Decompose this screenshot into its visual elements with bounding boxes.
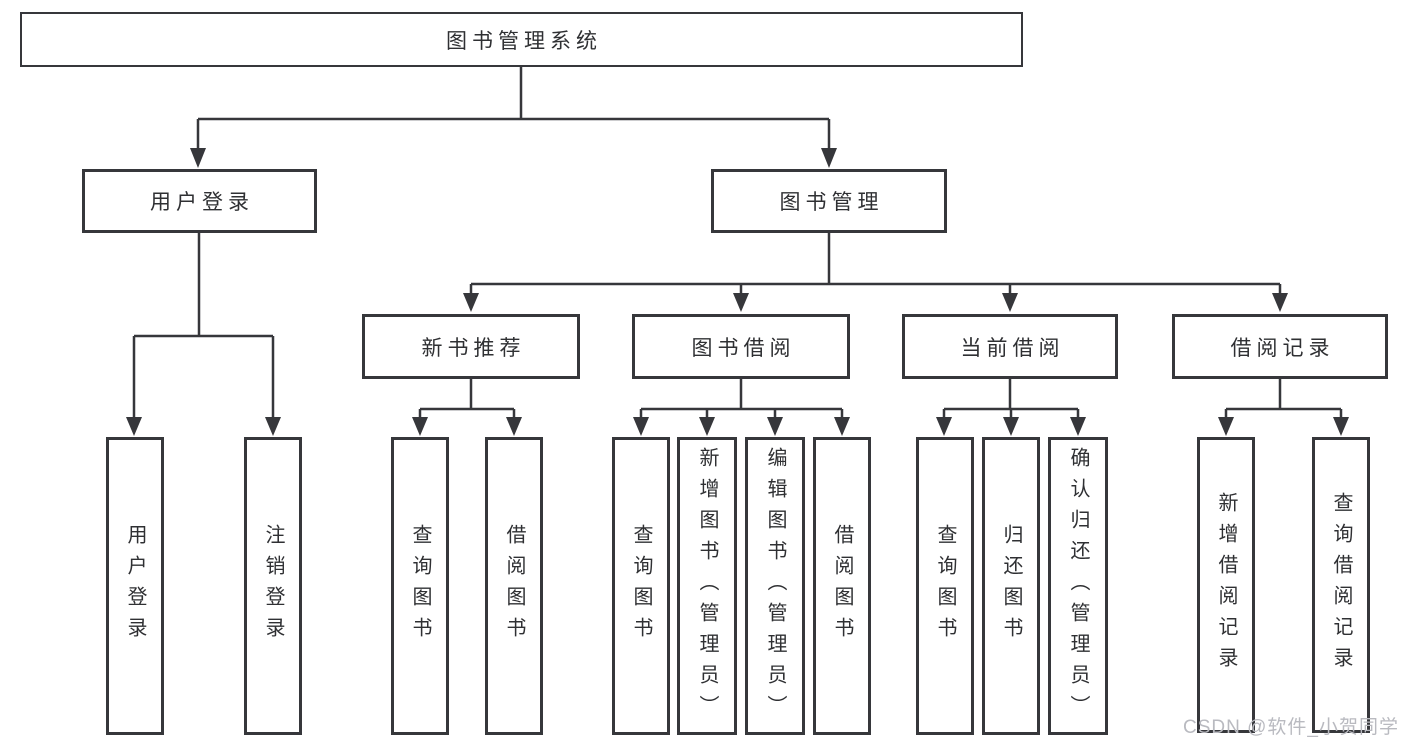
leaf-logout: 注销登录 [244, 437, 302, 735]
leaf-add-book-admin: 新增图书（管理员） [677, 437, 737, 735]
watermark: CSDN @软件_小贺同学 [1183, 717, 1399, 738]
leaf-user-login-label: 用户登录 [124, 524, 146, 648]
leaf-borrow-books-1-label: 借阅图书 [503, 524, 525, 648]
edge-leaf-stubs [418, 409, 1343, 420]
leaf-query-books-1-label: 查询图书 [409, 524, 431, 648]
leaf-borrow-books-2-label: 借阅图书 [831, 524, 853, 648]
node-book-borrow-label: 图书借阅 [691, 336, 796, 360]
node-new-book-recommend: 新书推荐 [362, 314, 580, 379]
leaf-borrow-books-2: 借阅图书 [813, 437, 871, 735]
leaf-user-login: 用户登录 [106, 437, 164, 735]
node-new-book-recommend-label: 新书推荐 [421, 336, 526, 360]
edge-root-level2 [196, 67, 831, 150]
edge-level3-rails [420, 379, 1341, 411]
leaf-query-books-3-label: 查询图书 [934, 524, 956, 648]
node-user-login-label: 用户登录 [150, 191, 254, 214]
node-current-borrow-label: 当前借阅 [960, 336, 1065, 360]
node-borrow-records-label: 借阅记录 [1230, 336, 1335, 360]
edge-user-login-branch [132, 233, 275, 419]
node-book-management: 图书管理 [711, 169, 947, 233]
leaf-add-borrow-record-label: 新增借阅记录 [1215, 492, 1237, 678]
leaf-edit-book-admin-label: 编辑图书（管理员） [764, 446, 786, 726]
edge-book-mgmt-level3 [469, 233, 1282, 296]
arrowheads [126, 148, 1349, 436]
leaf-add-book-admin-label: 新增图书（管理员） [696, 446, 718, 726]
node-root: 图书管理系统 [20, 12, 1023, 67]
leaf-query-books-3: 查询图书 [916, 437, 974, 735]
leaf-query-borrow-record-label: 查询借阅记录 [1330, 492, 1352, 678]
node-root-label: 图书管理系统 [446, 29, 602, 53]
node-borrow-records: 借阅记录 [1172, 314, 1388, 379]
leaf-edit-book-admin: 编辑图书（管理员） [745, 437, 805, 735]
node-user-login: 用户登录 [82, 169, 317, 233]
leaf-add-borrow-record: 新增借阅记录 [1197, 437, 1255, 733]
leaf-query-books-2: 查询图书 [612, 437, 670, 735]
leaf-query-books-2-label: 查询图书 [630, 524, 652, 648]
leaf-borrow-books-1: 借阅图书 [485, 437, 543, 735]
node-book-management-label: 图书管理 [779, 191, 884, 214]
leaf-return-book-label: 归还图书 [1000, 524, 1022, 648]
node-current-borrow: 当前借阅 [902, 314, 1118, 379]
node-book-borrow: 图书借阅 [632, 314, 850, 379]
leaf-query-borrow-record: 查询借阅记录 [1312, 437, 1370, 733]
leaf-confirm-return-admin: 确认归还（管理员） [1048, 437, 1108, 735]
leaf-confirm-return-admin-label: 确认归还（管理员） [1067, 446, 1089, 726]
leaf-query-books-1: 查询图书 [391, 437, 449, 735]
leaf-logout-label: 注销登录 [262, 524, 284, 648]
leaf-return-book: 归还图书 [982, 437, 1040, 735]
